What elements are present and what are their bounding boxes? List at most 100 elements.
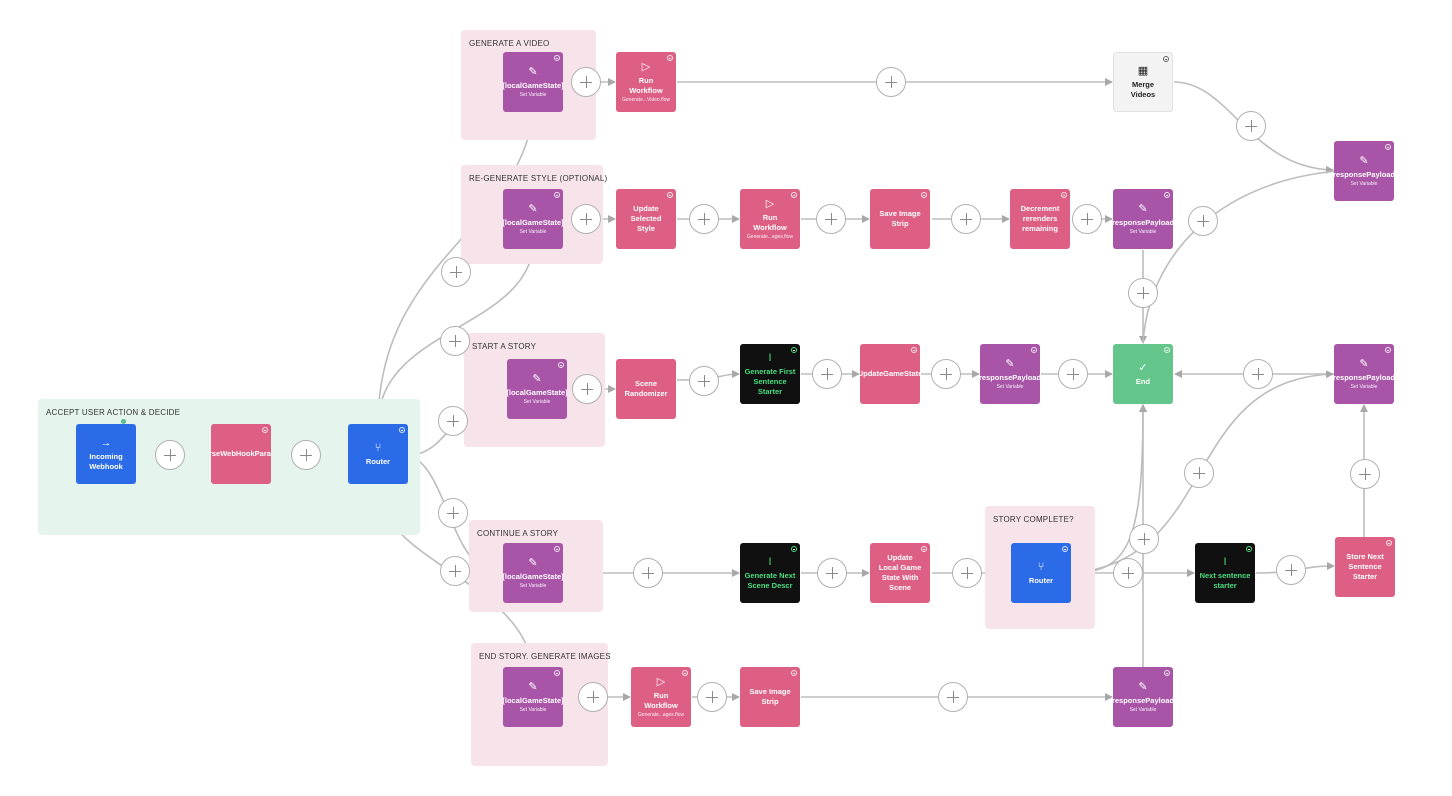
node-video-run-workflow[interactable]: ▷ Run Workflow Generate...Video.flow [616,52,676,112]
collapse-icon[interactable] [911,347,917,353]
node-update-game-state[interactable]: UpdateGameState [860,344,920,404]
collapse-icon[interactable] [262,427,268,433]
add-step-button[interactable] [438,406,468,436]
collapse-icon[interactable] [1062,546,1068,552]
add-step-button[interactable] [812,359,842,389]
node-video-set-variable[interactable]: ✎ [localGameState] Set Variable [503,52,563,112]
add-step-button[interactable] [938,682,968,712]
add-step-button[interactable] [291,440,321,470]
node-response-payload-right[interactable]: ✎ responsePayload Set Variable [1334,344,1394,404]
add-step-button[interactable] [817,558,847,588]
node-end[interactable]: ✓ End [1113,344,1173,404]
collapse-icon[interactable] [1164,192,1170,198]
collapse-icon[interactable] [667,55,673,61]
pencil-icon: ✎ [1359,154,1369,167]
add-step-button[interactable] [438,498,468,528]
collapse-icon[interactable] [399,427,405,433]
node-response-payload-regen[interactable]: ✎ responsePayload Set Variable [1113,189,1173,249]
node-end-set-variable[interactable]: ✎ [localGameState] Set Variable [503,667,563,727]
node-save-image-strip-2[interactable]: Save Image Strip [740,667,800,727]
node-router-main[interactable]: ⑂ Router [348,424,408,484]
add-step-button[interactable] [1350,459,1380,489]
node-merge-videos[interactable]: ▦ Merge Videos [1113,52,1173,112]
collapse-icon[interactable] [921,192,927,198]
node-regen-run-workflow[interactable]: ▷ Run Workflow Generate...ages.flow [740,189,800,249]
node-regen-set-variable[interactable]: ✎ [localGameState] Set Variable [503,189,563,249]
node-router-complete[interactable]: ⑂ Router [1011,543,1071,603]
group-title: START A STORY [472,342,537,351]
add-step-button[interactable] [1184,458,1214,488]
collapse-icon[interactable] [554,55,560,61]
node-end-run-workflow[interactable]: ▷ Run Workflow Generate...ages.flow [631,667,691,727]
collapse-icon[interactable] [1164,347,1170,353]
collapse-icon[interactable] [1246,546,1252,552]
add-step-button[interactable] [1129,524,1159,554]
pencil-icon: ✎ [532,372,542,385]
add-step-button[interactable] [952,558,982,588]
collapse-icon[interactable] [791,347,797,353]
add-step-button[interactable] [816,204,846,234]
add-step-button[interactable] [571,67,601,97]
collapse-icon[interactable] [1061,192,1067,198]
collapse-icon[interactable] [554,546,560,552]
collapse-icon[interactable] [1385,144,1391,150]
collapse-icon[interactable] [558,362,564,368]
collapse-icon[interactable] [921,546,927,552]
collapse-icon[interactable] [554,192,560,198]
collapse-icon[interactable] [791,546,797,552]
node-incoming-webhook[interactable]: → Incoming Webhook [76,424,136,484]
node-scene-randomizer[interactable]: Scene Randomizer [616,359,676,419]
collapse-icon[interactable] [1163,56,1169,62]
add-step-button[interactable] [1188,206,1218,236]
node-update-selected-style[interactable]: Update Selected Style [616,189,676,249]
node-response-payload-start[interactable]: ✎ responsePayload Set Variable [980,344,1040,404]
add-step-button[interactable] [951,204,981,234]
play-icon: ▷ [656,675,666,688]
add-step-button[interactable] [578,682,608,712]
add-step-button[interactable] [1072,204,1102,234]
node-start-set-variable[interactable]: ✎ [localGameState] Set Variable [507,359,567,419]
node-response-payload-top[interactable]: ✎ responsePayload Set Variable [1334,141,1394,201]
add-step-button[interactable] [633,558,663,588]
add-step-button[interactable] [689,204,719,234]
add-step-button[interactable] [697,682,727,712]
add-step-button[interactable] [876,67,906,97]
collapse-icon[interactable] [791,670,797,676]
node-store-next-sentence[interactable]: Store Next Sentence Starter [1335,537,1395,597]
collapse-icon[interactable] [1385,347,1391,353]
add-step-button[interactable] [1128,278,1158,308]
node-response-payload-end[interactable]: ✎ responsePayload Set Variable [1113,667,1173,727]
add-step-button[interactable] [931,359,961,389]
play-icon: ▷ [765,197,775,210]
collapse-icon[interactable] [667,192,673,198]
add-step-button[interactable] [1113,558,1143,588]
node-decrement-rerenders[interactable]: Decrement rerenders remaining [1010,189,1070,249]
node-generate-first-sentence[interactable]: I Generate First Sentence Starter [740,344,800,404]
add-step-button[interactable] [1236,111,1266,141]
collapse-icon[interactable] [1386,540,1392,546]
node-continue-set-variable[interactable]: ✎ [localGameState] Set Variable [503,543,563,603]
add-step-button[interactable] [689,366,719,396]
add-step-button[interactable] [1276,555,1306,585]
node-generate-next-scene[interactable]: I Generate Next Scene Descr [740,543,800,603]
add-step-button[interactable] [155,440,185,470]
node-next-sentence-starter[interactable]: I Next sentence starter [1195,543,1255,603]
collapse-icon[interactable] [791,192,797,198]
collapse-icon[interactable] [1164,670,1170,676]
add-step-button[interactable] [440,556,470,586]
collapse-icon[interactable] [554,670,560,676]
add-step-button[interactable] [441,257,471,287]
node-parse-webhook-params[interactable]: parseWebHookParams [211,424,271,484]
add-step-button[interactable] [571,204,601,234]
add-step-button[interactable] [1058,359,1088,389]
add-step-button[interactable] [1243,359,1273,389]
pencil-icon: ✎ [1005,357,1015,370]
collapse-icon[interactable] [682,670,688,676]
node-save-image-strip-1[interactable]: Save Image Strip [870,189,930,249]
add-step-button[interactable] [572,374,602,404]
group-title: END STORY. GENERATE IMAGES [479,652,611,661]
collapse-icon[interactable] [1031,347,1037,353]
add-step-button[interactable] [440,326,470,356]
node-update-local-game-state[interactable]: Update Local Game State With Scene [870,543,930,603]
